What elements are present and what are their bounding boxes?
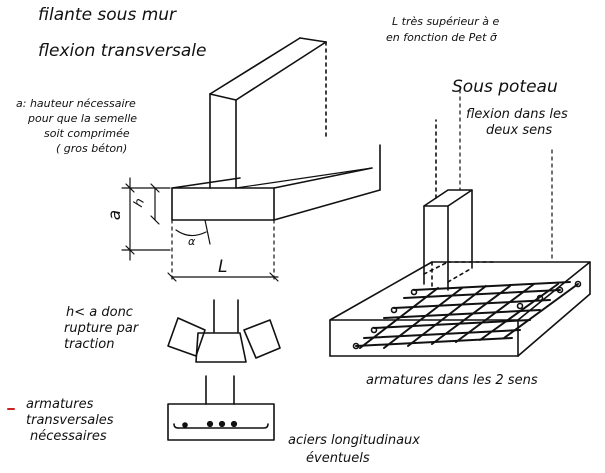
failure-note-line2: rupture par <box>64 321 139 336</box>
height-note-line2: pour que la semelle <box>28 112 138 125</box>
top-right-note-line1: L très supérieur à e <box>392 15 500 28</box>
longitudinal-note-line2: éventuels <box>306 451 370 466</box>
transverse-note-line1: armatures <box>26 397 94 412</box>
pad-footing-sketch <box>329 119 591 357</box>
transverse-note-line2: transversales <box>26 413 114 428</box>
height-note-line3: soit comprimée <box>44 127 130 140</box>
height-note-line1: a: hauteur nécessaire <box>16 97 136 110</box>
height-note-line4: ( gros béton) <box>56 142 128 155</box>
column-subtitle-line1: flexion dans les <box>466 107 568 122</box>
dimension-a: a <box>105 209 126 221</box>
strip-footing-sketch <box>171 37 381 221</box>
top-right-note-line2: en fonction de Pet σ̄ <box>386 31 497 44</box>
transverse-note-line3: nécessaires <box>30 429 107 444</box>
height-dimensions <box>121 177 279 283</box>
both-ways-note: armatures dans les 2 sens <box>366 373 538 388</box>
failure-note-line3: traction <box>64 337 115 352</box>
dimension-L: L <box>218 257 228 277</box>
longitudinal-note-line1: aciers longitudinaux <box>288 433 420 448</box>
strip-title: filante sous mur <box>38 5 177 25</box>
failure-note-line1: h< a donc <box>66 305 133 320</box>
dimension-alpha: α <box>188 235 196 248</box>
strip-subtitle: flexion transversale <box>38 41 207 61</box>
column-subtitle-line2: deux sens <box>486 123 553 138</box>
reinforced-section-sketch <box>167 375 275 441</box>
failure-sketch <box>167 299 281 363</box>
column-title: Sous poteau <box>452 77 558 97</box>
guide-lines <box>459 89 553 263</box>
